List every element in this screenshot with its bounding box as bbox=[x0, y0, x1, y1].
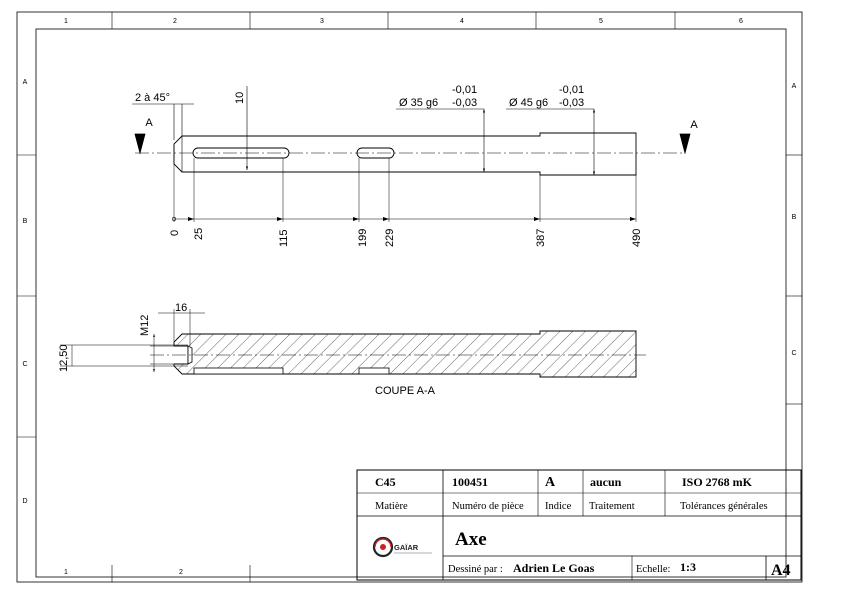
zone-right-a: A bbox=[792, 83, 797, 90]
dia2-label: Ø 45 g6 bbox=[509, 97, 548, 109]
zone-bottom-1: 1 bbox=[64, 569, 68, 576]
dim-490: 490 bbox=[631, 229, 643, 247]
dia2-tol-upper: -0,01 bbox=[559, 84, 584, 96]
scale-label: Echelle: bbox=[636, 564, 670, 575]
dim-387: 387 bbox=[535, 229, 547, 247]
diameter-dimensions bbox=[396, 108, 596, 175]
dia1-label: Ø 35 g6 bbox=[399, 97, 438, 109]
dim-229: 229 bbox=[384, 229, 396, 247]
chamfer-label: 2 à 45° bbox=[135, 92, 170, 104]
zone-bottom-2: 2 bbox=[179, 569, 183, 576]
treatment-value: aucun bbox=[590, 475, 622, 489]
ordinate-dimension-lines bbox=[173, 144, 637, 222]
zone-top-3: 3 bbox=[320, 18, 324, 25]
zone-left-c: C bbox=[22, 361, 27, 368]
title-block-grid bbox=[356, 469, 802, 581]
zone-labels: 1 2 3 4 5 6 1 2 A B C D A B C bbox=[22, 18, 796, 576]
company-logo: GAÏAR bbox=[372, 536, 432, 558]
index-value: A bbox=[545, 475, 556, 490]
zone-left-d: D bbox=[22, 498, 27, 505]
keyway-width-label: 10 bbox=[234, 92, 246, 104]
zone-right-b: B bbox=[792, 214, 797, 221]
zone-left-b: B bbox=[23, 218, 28, 225]
zone-right-c: C bbox=[791, 350, 796, 357]
tolerance-value: ISO 2768 mK bbox=[682, 475, 753, 489]
part-number-value: 100451 bbox=[452, 475, 488, 489]
dim-25: 25 bbox=[193, 228, 205, 240]
ordinate-origin bbox=[171, 216, 177, 222]
chamfer-dimension bbox=[132, 103, 194, 140]
tolerance-header: Tolérances générales bbox=[680, 501, 768, 512]
thread-depth-label: 16 bbox=[175, 302, 187, 314]
section-view-label: COUPE A-A bbox=[375, 385, 436, 397]
thread-dimensions bbox=[60, 309, 205, 372]
section-arrows bbox=[134, 133, 691, 155]
zone-top-2: 2 bbox=[173, 18, 177, 25]
thread-label: M12 bbox=[139, 315, 151, 336]
drawn-by-label: Dessiné par : bbox=[448, 564, 503, 575]
logo-text: GAÏAR bbox=[394, 543, 419, 552]
dia1-tol-lower: -0,03 bbox=[452, 97, 477, 109]
material-value: C45 bbox=[375, 475, 396, 489]
scale-value: 1:3 bbox=[680, 560, 696, 574]
drawing-title: Axe bbox=[455, 529, 487, 550]
drawn-by-value: Adrien Le Goas bbox=[513, 561, 595, 575]
dia1-tol-upper: -0,01 bbox=[452, 84, 477, 96]
sheet-frame bbox=[16, 11, 803, 583]
dim-0: 0 bbox=[169, 230, 181, 236]
index-header: Indice bbox=[545, 501, 572, 512]
dia2-tol-lower: -0,03 bbox=[559, 97, 584, 109]
dim-199: 199 bbox=[357, 229, 369, 247]
zone-top-6: 6 bbox=[739, 18, 743, 25]
treatment-header: Traitement bbox=[589, 501, 635, 512]
zone-top-1: 1 bbox=[64, 18, 68, 25]
part-number-header: Numéro de pièce bbox=[452, 501, 524, 512]
dim-115: 115 bbox=[278, 229, 290, 247]
material-header: Matière bbox=[375, 501, 408, 512]
zone-top-5: 5 bbox=[599, 18, 603, 25]
section-letter-right: A bbox=[690, 119, 698, 131]
shaft-front-view bbox=[173, 132, 637, 176]
ordinate-labels: 0 25 115 199 229 387 490 bbox=[169, 228, 643, 247]
zone-left-a: A bbox=[23, 79, 28, 86]
ordinate-arrows bbox=[188, 217, 636, 221]
title-block-text: C45 100451 A aucun ISO 2768 mK Matière N… bbox=[375, 475, 791, 579]
section-letter-left: A bbox=[145, 117, 153, 129]
zone-top-4: 4 bbox=[460, 18, 464, 25]
tap-depth-label: 12,50 bbox=[58, 344, 70, 372]
sheet-size: A4 bbox=[771, 562, 791, 579]
